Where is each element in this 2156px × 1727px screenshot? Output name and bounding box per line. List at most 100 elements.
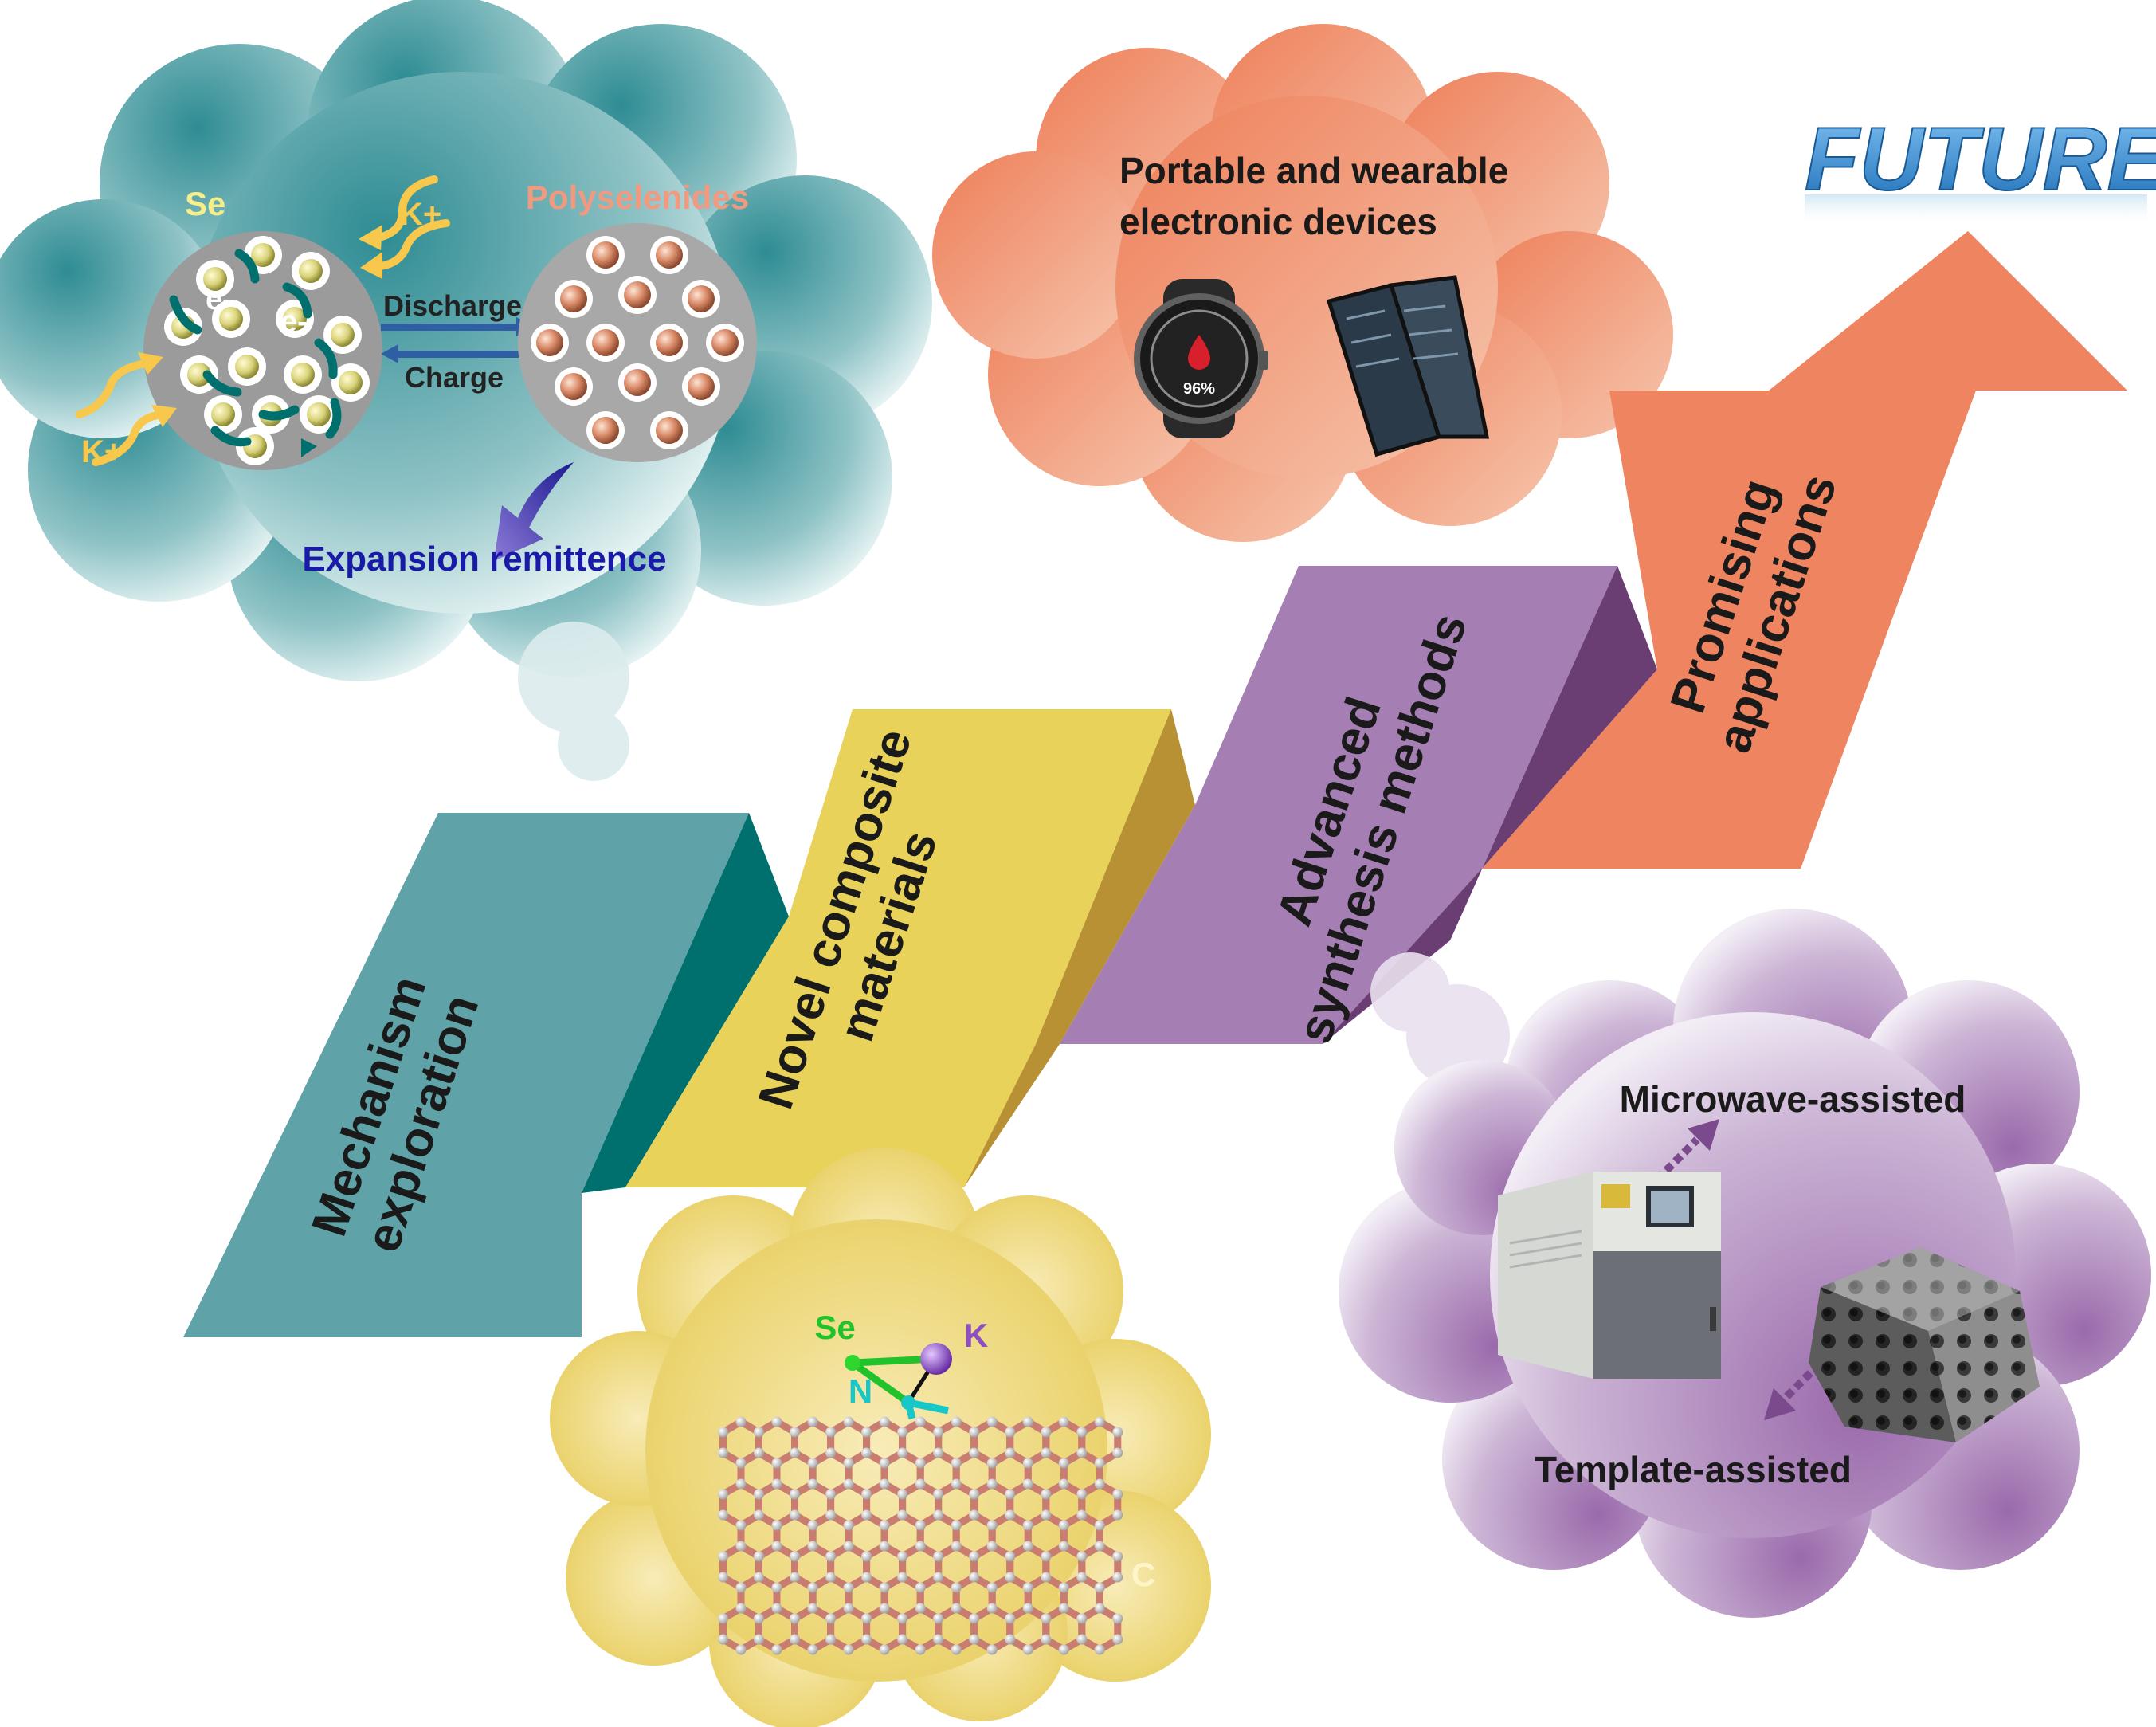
carbon-atom: [969, 1509, 980, 1521]
composite-fold: [964, 709, 1195, 1187]
carbon-atom: [879, 1416, 890, 1427]
watch-readout: 96%: [1183, 380, 1215, 398]
n-atom-label: N: [849, 1372, 872, 1410]
carbon-atom: [969, 1489, 980, 1500]
carbon-atom: [825, 1489, 837, 1500]
synthesis-step: [1060, 566, 1617, 1044]
carbon-atom: [969, 1551, 980, 1562]
carbon-atom: [807, 1644, 818, 1655]
carbon-atom: [825, 1613, 837, 1624]
carbon-atom: [718, 1509, 728, 1521]
carbon-atom: [986, 1582, 998, 1593]
carbon-atom: [897, 1634, 908, 1645]
se-particle: [143, 231, 382, 470]
carbon-atom: [754, 1489, 764, 1500]
carbon-atom: [771, 1520, 782, 1531]
carbon-atom: [915, 1582, 926, 1593]
carbon-atom: [771, 1416, 782, 1427]
carbon-atom: [1022, 1458, 1033, 1469]
carbon-atom: [843, 1582, 854, 1593]
carbon-atom: [843, 1458, 854, 1469]
se-atom: [180, 355, 218, 394]
carbon-atom: [1112, 1447, 1123, 1458]
carbon-atom: [951, 1458, 962, 1469]
carbon-atom: [1041, 1447, 1052, 1458]
carbon-atom: [933, 1613, 944, 1624]
porous-template-image: [1809, 1247, 2040, 1442]
carbon-atom: [825, 1509, 837, 1521]
carbon-atom: [879, 1458, 890, 1469]
carbon-atom: [1076, 1613, 1088, 1624]
carbon-atom: [879, 1603, 890, 1614]
carbon-atom: [1112, 1613, 1123, 1624]
carbon-atom: [897, 1427, 908, 1438]
polyselenide-atom: [706, 324, 744, 362]
carbon-atom: [861, 1613, 872, 1624]
carbon-atom: [861, 1489, 872, 1500]
carbon-atom: [1058, 1603, 1069, 1614]
carbon-atom: [825, 1551, 837, 1562]
k-plus-label-top: K+: [400, 197, 441, 232]
se-atom: [292, 252, 330, 290]
staircase-ribbon: [183, 231, 2127, 1337]
carbon-atom: [1022, 1416, 1033, 1427]
expansion-arrow: [494, 462, 574, 561]
carbon-atom: [933, 1572, 944, 1583]
carbon-atom: [790, 1427, 800, 1438]
carbon-atom: [1094, 1520, 1105, 1531]
smartwatch-image: [1134, 279, 1268, 438]
k-plus-label-bottom: K+: [81, 434, 123, 469]
carbon-atom: [843, 1520, 854, 1531]
carbon-atom: [879, 1582, 890, 1593]
carbon-atom: [1005, 1489, 1016, 1500]
synthesis-fold: [1323, 566, 1657, 1044]
carbon-atom: [718, 1572, 728, 1583]
carbon-atom: [1022, 1520, 1033, 1531]
carbon-atom: [825, 1427, 837, 1438]
discharge-label: Discharge: [383, 289, 522, 322]
se-atom: [204, 395, 242, 434]
carbon-atom: [825, 1572, 837, 1583]
carbon-atom: [807, 1478, 818, 1490]
mechanism-step: [183, 813, 749, 1337]
carbon-atom: [951, 1644, 962, 1655]
polyselenide-atom: [682, 280, 720, 318]
carbon-atom: [1058, 1520, 1069, 1531]
carbon-atom: [1058, 1541, 1069, 1552]
carbon-atom: [1022, 1478, 1033, 1490]
carbon-atom: [1022, 1582, 1033, 1593]
carbon-atom: [718, 1634, 728, 1645]
carbon-atom: [915, 1520, 926, 1531]
carbon-atom: [915, 1603, 926, 1614]
polyselenide-atom: [555, 280, 593, 318]
carbon-atom: [861, 1427, 872, 1438]
carbon-atom: [825, 1634, 837, 1645]
graphene-lattice: [718, 1416, 1123, 1655]
synthesis-cloud: [1339, 909, 2151, 1618]
c-atom-label: C: [1131, 1556, 1155, 1593]
carbon-atom: [933, 1447, 944, 1458]
template-label: Template-assisted: [1535, 1449, 1852, 1490]
carbon-atom: [771, 1582, 782, 1593]
carbon-atom: [807, 1541, 818, 1552]
carbon-atom: [951, 1478, 962, 1490]
polyselenide-atom: [618, 276, 657, 314]
carbon-atom: [1041, 1427, 1052, 1438]
carbon-atom: [735, 1603, 747, 1614]
carbon-atom: [1094, 1458, 1105, 1469]
carbon-atom: [843, 1416, 854, 1427]
se-atom: [284, 355, 322, 394]
microwave-label: Microwave-assisted: [1620, 1078, 1966, 1120]
carbon-atom: [897, 1551, 908, 1562]
carbon-atom: [754, 1509, 764, 1521]
carbon-atom: [1058, 1458, 1069, 1469]
carbon-atom: [1041, 1489, 1052, 1500]
polyselenide-atom: [650, 236, 688, 274]
carbon-atom: [718, 1551, 728, 1562]
carbon-atom: [951, 1582, 962, 1593]
carbon-atom: [969, 1634, 980, 1645]
carbon-atom: [1076, 1427, 1088, 1438]
carbon-atom: [1094, 1416, 1105, 1427]
se-atom: [212, 300, 250, 338]
carbon-atom: [1005, 1447, 1016, 1458]
